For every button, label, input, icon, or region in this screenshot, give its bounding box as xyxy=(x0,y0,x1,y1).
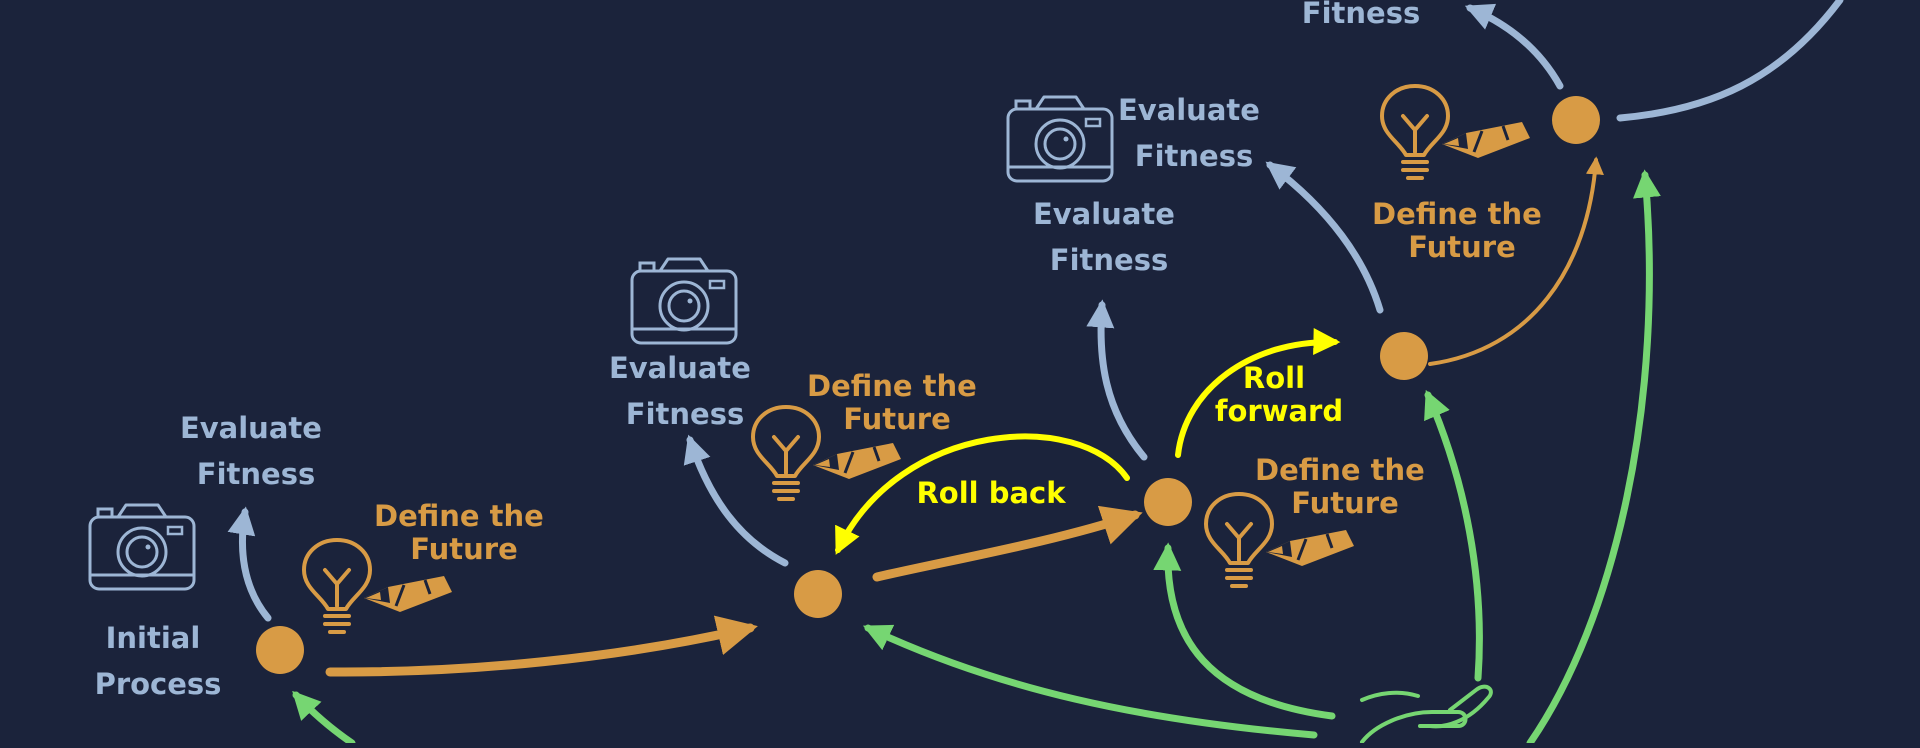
roll-back-label: Roll back xyxy=(916,476,1066,510)
evaluate-fitness-label-5: Fitness xyxy=(1302,0,1420,30)
feedback-arrow-to-node5 xyxy=(1526,169,1661,747)
evaluate-fitness-label-4: Evaluate Fitness xyxy=(1118,93,1270,173)
evaluate-fitness-label-1: Evaluate Fitness xyxy=(180,411,332,491)
fitness-arrow-3 xyxy=(1086,299,1148,461)
fitness-arrow-1 xyxy=(227,506,272,622)
fitness-arrow-2 xyxy=(683,434,789,567)
fitness-arrows xyxy=(227,0,1844,622)
feedback-arrows xyxy=(292,169,1661,747)
feedback-arrow-to-initial xyxy=(292,690,356,747)
arrow-node4-to-node5 xyxy=(1428,156,1604,366)
initial-process-label: Initial Process xyxy=(95,621,222,701)
roll-arrows xyxy=(835,328,1341,555)
node-4 xyxy=(1380,332,1428,380)
roll-forward-arrow xyxy=(1175,328,1341,458)
feedback-arrow-to-node3 xyxy=(1153,542,1336,720)
arrow-initial-to-node2 xyxy=(325,615,758,677)
feedback-arrow-to-node2 xyxy=(862,624,1318,739)
hand-icon xyxy=(1360,684,1493,744)
process-nodes xyxy=(256,96,1600,674)
camera-icon xyxy=(630,257,738,345)
lightbulb-pencil-icon xyxy=(1380,84,1532,180)
camera-icon xyxy=(1006,95,1114,183)
define-future-label-1: Define the Future xyxy=(374,499,554,566)
labels: Initial Process Evaluate Fitness Evaluat… xyxy=(95,0,1552,701)
node-2 xyxy=(794,570,842,618)
fitness-arrow-6 xyxy=(1616,0,1844,122)
arrow-node2-to-node3 xyxy=(872,505,1143,582)
node-5 xyxy=(1552,96,1600,144)
evaluate-fitness-label-3: Evaluate Fitness xyxy=(1033,197,1185,277)
feedback-arrow-to-node4 xyxy=(1424,389,1483,682)
orange-flow-arrows xyxy=(325,156,1604,677)
roll-back-arrow xyxy=(835,433,1130,555)
define-future-label-2: Define the Future xyxy=(807,369,987,436)
node-3 xyxy=(1144,478,1192,526)
node-initial xyxy=(256,626,304,674)
fitness-arrow-4 xyxy=(1265,161,1384,314)
evaluate-fitness-label-2: Evaluate Fitness xyxy=(609,351,761,431)
define-future-label-3: Define the Future xyxy=(1255,453,1435,520)
fitness-arrow-5 xyxy=(1464,3,1564,90)
define-future-label-4: Define the Future xyxy=(1372,197,1552,264)
camera-icon xyxy=(88,503,196,591)
roll-forward-label: Roll forward xyxy=(1215,361,1343,428)
